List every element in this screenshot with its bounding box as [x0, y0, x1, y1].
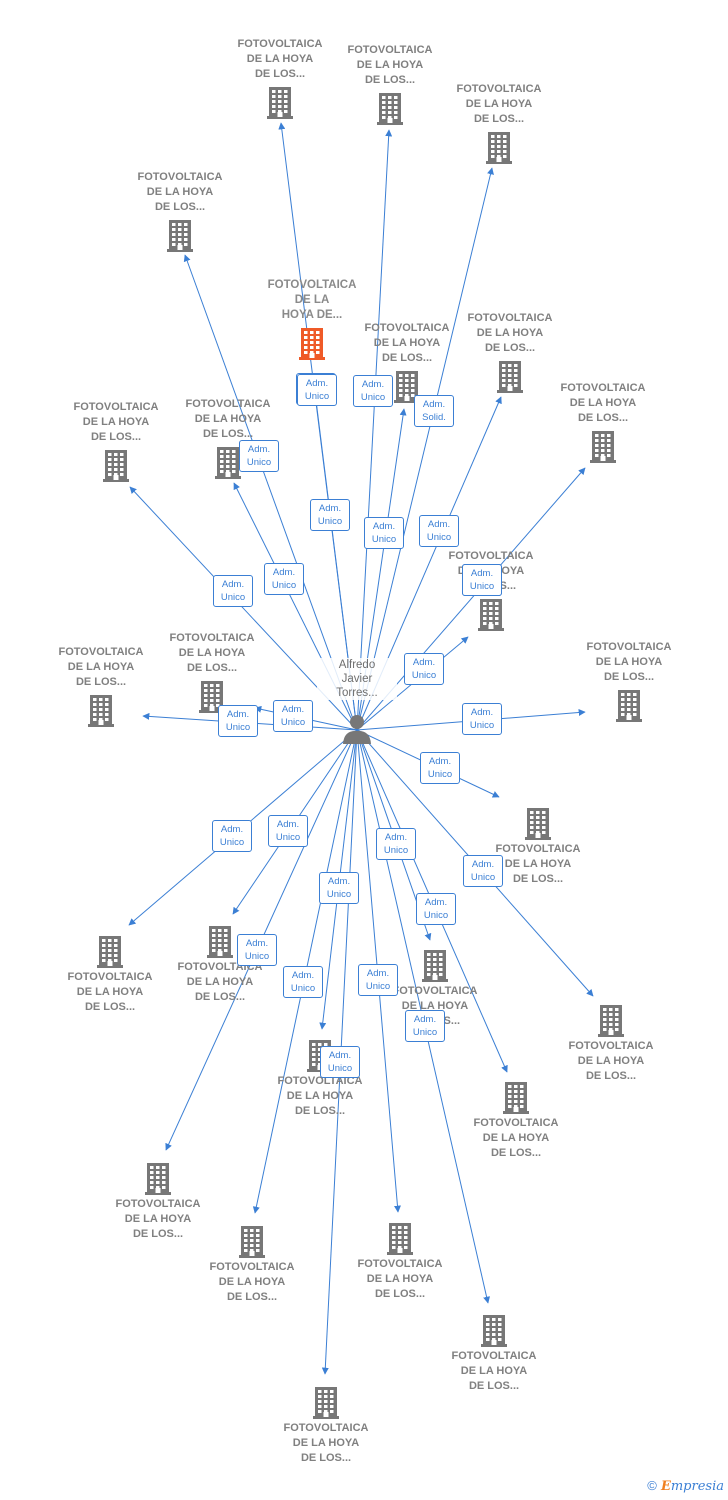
company-building-icon[interactable]: [267, 85, 293, 119]
relation-edge: [356, 167, 494, 731]
person-name-label[interactable]: Alfredo Javier Torres...: [317, 658, 397, 700]
relation-type-badge[interactable]: Adm. Unico: [213, 575, 253, 607]
relation-type-badge[interactable]: Adm. Unico: [376, 828, 416, 860]
company-label[interactable]: FOTOVOLTAICA DE LA HOYA DE LOS...: [283, 1422, 369, 1464]
company-building-icon[interactable]: [486, 130, 512, 164]
relation-type-badge[interactable]: Adm. Unico: [319, 872, 359, 904]
company-building-icon[interactable]: [103, 448, 129, 482]
relation-type-badge[interactable]: Adm. Unico: [463, 855, 503, 887]
company-label[interactable]: FOTOVOLTAICA DE LA HOYA DE LOS...: [467, 312, 553, 354]
relation-type-badge[interactable]: Adm. Unico: [212, 820, 252, 852]
company-building-icon[interactable]: [88, 693, 114, 727]
company-label[interactable]: FOTOVOLTAICA DE LA HOYA DE LOS...: [495, 843, 581, 885]
relation-type-badge[interactable]: Adm. Solid.: [414, 395, 454, 427]
company-building-icon[interactable]: [422, 948, 448, 982]
company-building-icon[interactable]: [97, 934, 123, 968]
company-building-icon[interactable]: [199, 679, 225, 713]
footer-brand: © Empresia: [647, 1478, 724, 1494]
main-company-label[interactable]: FOTOVOLTAICA DE LA HOYA DE...: [267, 279, 357, 321]
relation-type-badge[interactable]: Adm. Unico: [320, 1046, 360, 1078]
relation-type-badge[interactable]: Adm. Unico: [404, 653, 444, 685]
company-building-icon[interactable]: [239, 1224, 265, 1258]
relation-type-badge[interactable]: Adm. Unico: [310, 499, 350, 531]
company-building-icon[interactable]: [503, 1080, 529, 1114]
relation-type-badge[interactable]: Adm. Unico: [237, 934, 277, 966]
company-building-icon[interactable]: [394, 369, 420, 403]
company-building-icon[interactable]: [598, 1003, 624, 1037]
company-building-icon[interactable]: [167, 218, 193, 252]
company-building-icon[interactable]: [387, 1221, 413, 1255]
person-icon[interactable]: [343, 715, 371, 744]
company-label[interactable]: FOTOVOLTAICA DE LA HOYA DE LOS...: [568, 1040, 654, 1082]
company-building-icon[interactable]: [497, 359, 523, 393]
relation-type-badge[interactable]: Adm. Unico: [218, 705, 258, 737]
company-building-icon[interactable]: [478, 597, 504, 631]
company-label[interactable]: FOTOVOLTAICA DE LA HOYA DE LOS...: [560, 382, 646, 424]
company-building-icon[interactable]: [481, 1313, 507, 1347]
company-label[interactable]: FOTOVOLTAICA DE LA HOYA DE LOS...: [169, 632, 255, 674]
relation-edge: [356, 129, 393, 731]
relation-type-badge[interactable]: Adm. Unico: [419, 515, 459, 547]
relation-type-badge[interactable]: Adm. Unico: [297, 374, 337, 406]
company-label[interactable]: FOTOVOLTAICA DE LA HOYA DE LOS...: [137, 171, 223, 213]
relation-type-badge[interactable]: Adm. Unico: [420, 752, 460, 784]
company-building-icon[interactable]: [207, 924, 233, 958]
relation-type-badge[interactable]: Adm. Unico: [364, 517, 404, 549]
company-label[interactable]: FOTOVOLTAICA DE LA HOYA DE LOS...: [177, 961, 263, 1003]
company-building-icon[interactable]: [215, 445, 241, 479]
copyright-symbol: ©: [647, 1478, 657, 1493]
company-label[interactable]: FOTOVOLTAICA DE LA HOYA DE LOS...: [364, 322, 450, 364]
company-label[interactable]: FOTOVOLTAICA DE LA HOYA DE LOS...: [237, 38, 323, 80]
company-label[interactable]: FOTOVOLTAICA DE LA HOYA DE LOS...: [347, 44, 433, 86]
relation-type-badge[interactable]: Adm. Unico: [273, 700, 313, 732]
company-label[interactable]: FOTOVOLTAICA DE LA HOYA DE LOS...: [357, 1258, 443, 1300]
brand-initial: E: [660, 1479, 671, 1494]
main-company-building-icon[interactable]: [299, 326, 325, 360]
relation-type-badge[interactable]: Adm. Unico: [239, 440, 279, 472]
company-label[interactable]: FOTOVOLTAICA DE LA HOYA DE LOS...: [586, 641, 672, 683]
relation-type-badge[interactable]: Adm. Unico: [462, 564, 502, 596]
company-building-icon[interactable]: [525, 806, 551, 840]
company-label[interactable]: FOTOVOLTAICA DE LA HOYA DE LOS...: [277, 1075, 363, 1117]
relation-type-badge[interactable]: Adm. Unico: [353, 375, 393, 407]
brand-name: mpresia: [670, 1479, 724, 1494]
company-label[interactable]: FOTOVOLTAICA DE LA HOYA DE LOS...: [209, 1261, 295, 1303]
company-building-icon[interactable]: [616, 688, 642, 722]
company-building-icon[interactable]: [145, 1161, 171, 1195]
relation-type-badge[interactable]: Adm. Unico: [264, 563, 304, 595]
company-building-icon[interactable]: [377, 91, 403, 125]
company-label[interactable]: FOTOVOLTAICA DE LA HOYA DE LOS...: [451, 1350, 537, 1392]
company-label[interactable]: FOTOVOLTAICA DE LA HOYA DE LOS...: [456, 83, 542, 125]
relation-type-badge[interactable]: Adm. Unico: [416, 893, 456, 925]
relation-type-badge[interactable]: Adm. Unico: [358, 964, 398, 996]
company-label[interactable]: FOTOVOLTAICA DE LA HOYA DE LOS...: [58, 646, 144, 688]
company-label[interactable]: FOTOVOLTAICA DE LA HOYA DE LOS...: [73, 401, 159, 443]
company-label[interactable]: FOTOVOLTAICA DE LA HOYA DE LOS...: [185, 398, 271, 440]
relation-type-badge[interactable]: Adm. Unico: [405, 1010, 445, 1042]
relation-type-badge[interactable]: Adm. Unico: [462, 703, 502, 735]
company-label[interactable]: FOTOVOLTAICA DE LA HOYA DE LOS...: [67, 971, 153, 1013]
relation-type-badge[interactable]: Adm. Unico: [268, 815, 308, 847]
relation-edge: [183, 254, 358, 731]
company-building-icon[interactable]: [313, 1385, 339, 1419]
company-label[interactable]: FOTOVOLTAICA DE LA HOYA DE LOS...: [115, 1198, 201, 1240]
relation-type-badge[interactable]: Adm. Unico: [283, 966, 323, 998]
company-building-icon[interactable]: [590, 429, 616, 463]
company-label[interactable]: FOTOVOLTAICA DE LA HOYA DE LOS...: [473, 1117, 559, 1159]
